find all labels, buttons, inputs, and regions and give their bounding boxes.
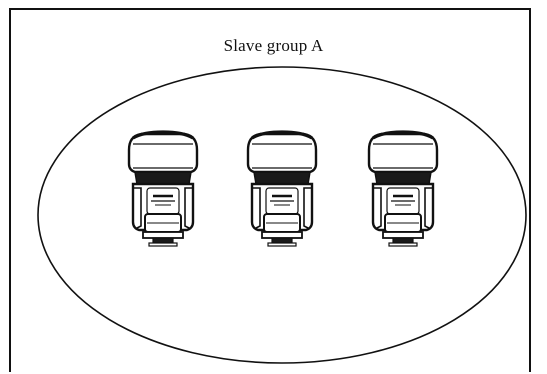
- flash-unit-1: [127, 130, 199, 248]
- speedlight-flash-icon: [127, 130, 199, 248]
- flash-unit-2: [246, 130, 318, 248]
- group-boundary-ellipse: [37, 66, 527, 364]
- speedlight-flash-icon: [367, 130, 439, 248]
- group-title: Slave group A: [223, 36, 324, 55]
- diagram-frame: [9, 8, 531, 372]
- speedlight-flash-icon: [246, 130, 318, 248]
- flash-unit-3: [367, 130, 439, 248]
